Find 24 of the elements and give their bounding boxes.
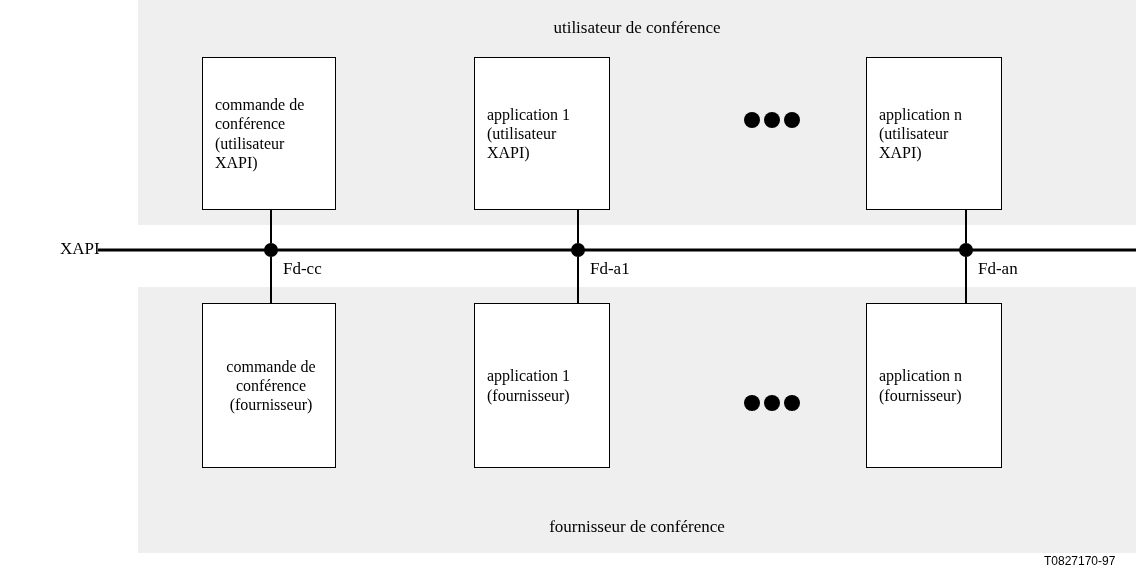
component-box: commande de conférence (fournisseur) [202,303,336,468]
component-box: application 1 (fournisseur) [474,303,610,468]
interface-label: Fd-an [978,259,1018,279]
interface-label: Fd-cc [283,259,322,279]
connector-line [270,256,272,304]
component-box: application n (fournisseur) [866,303,1002,468]
band-title: utilisateur de conférence [552,18,722,38]
connector-line [965,256,967,304]
connector-line [577,209,579,244]
junction-dot [959,243,973,257]
group-band [138,0,1136,225]
bus-label: XAPI [60,239,100,259]
interface-label: Fd-a1 [590,259,630,279]
component-box: commande de conférence (utilisateur XAPI) [202,57,336,210]
group-band [138,287,1136,553]
figure-reference: T0827170-97 [1044,554,1116,568]
junction-dot [571,243,585,257]
connector-line [577,256,579,304]
connector-line [965,209,967,244]
junction-dot [264,243,278,257]
band-title: fournisseur de conférence [548,517,726,537]
component-box: application 1 (utilisateur XAPI) [474,57,610,210]
connector-line [270,209,272,244]
component-box: application n (utilisateur XAPI) [866,57,1002,210]
